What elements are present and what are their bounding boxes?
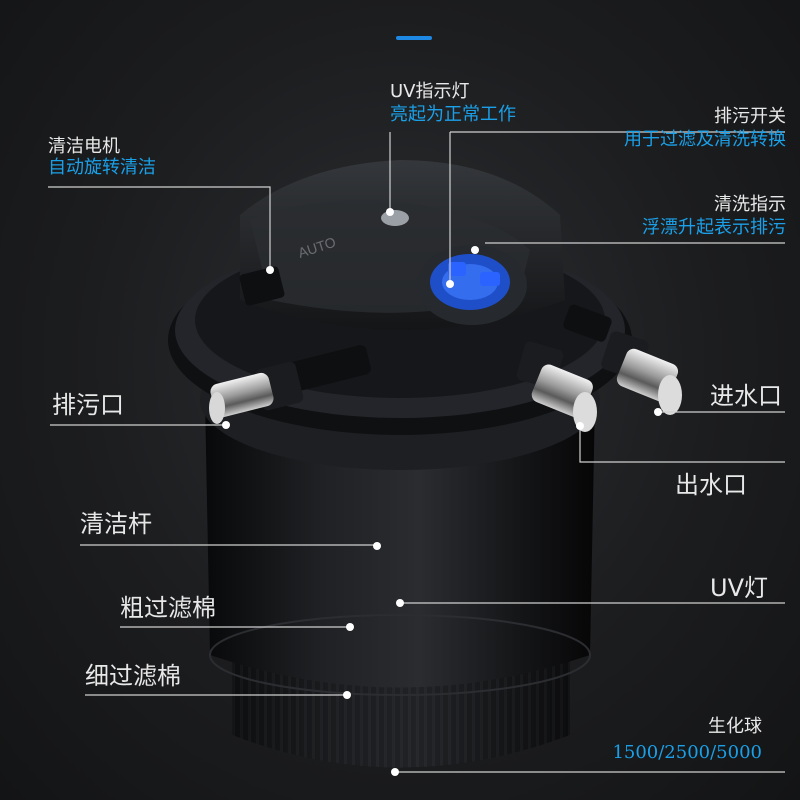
water-inlet-pipe: [563, 304, 682, 415]
label-uv-indicator-desc: 亮起为正常工作: [390, 104, 516, 125]
dot-cleaning-rod: [373, 542, 381, 550]
dot-drain-switch: [446, 280, 454, 288]
callout-line-cleaning-motor: [48, 186, 271, 268]
device-lid: AUTO: [239, 160, 565, 330]
dot-drain-outlet: [222, 421, 230, 429]
dot-water-inlet: [654, 408, 662, 416]
label-fine-sponge: 细过滤棉: [85, 662, 181, 690]
dot-cleaning-motor: [266, 266, 274, 274]
uv-indicator-lamp: [381, 210, 409, 226]
dot-water-outlet: [576, 422, 584, 430]
callout-dots: [222, 208, 662, 776]
label-cleaning-motor-title: 清洁电机: [48, 136, 120, 157]
label-water-inlet: 进水口: [710, 382, 782, 410]
label-uv-indicator-title: UV指示灯: [390, 81, 470, 102]
callout-line-water-outlet: [579, 426, 785, 463]
dot-uv-lamp: [396, 599, 404, 607]
label-bio-balls-title: 生化球: [708, 716, 762, 737]
label-coarse-sponge: 粗过滤棉: [120, 594, 216, 622]
label-wash-indicator-title: 清洗指示: [714, 194, 786, 215]
dot-coarse-sponge: [346, 623, 354, 631]
label-drain-switch-title: 排污开关: [714, 106, 786, 127]
label-water-outlet: 出水口: [675, 471, 747, 499]
label-cleaning-rod: 清洁杆: [80, 510, 152, 538]
label-uv-lamp: UV灯: [710, 574, 768, 602]
label-drain-outlet: 排污口: [52, 391, 124, 419]
dot-wash-indicator: [471, 246, 479, 254]
label-drain-switch-desc: 用于过滤及清洗转换: [624, 129, 786, 150]
dot-bio-balls: [391, 768, 399, 776]
water-outlet-pipe: [516, 341, 597, 432]
drain-outlet-pipe: [209, 345, 371, 424]
label-bio-balls-desc: 1500/2500/5000: [612, 742, 762, 763]
header-accent-bar: [396, 36, 432, 40]
label-cleaning-motor-desc: 自动旋转清洁: [48, 157, 156, 178]
dot-uv-indicator: [386, 208, 394, 216]
label-wash-indicator-desc: 浮漂升起表示排污: [642, 217, 786, 238]
cleaning-motor-housing: [239, 266, 285, 306]
dot-fine-sponge: [343, 691, 351, 699]
callout-lines: [48, 132, 785, 773]
